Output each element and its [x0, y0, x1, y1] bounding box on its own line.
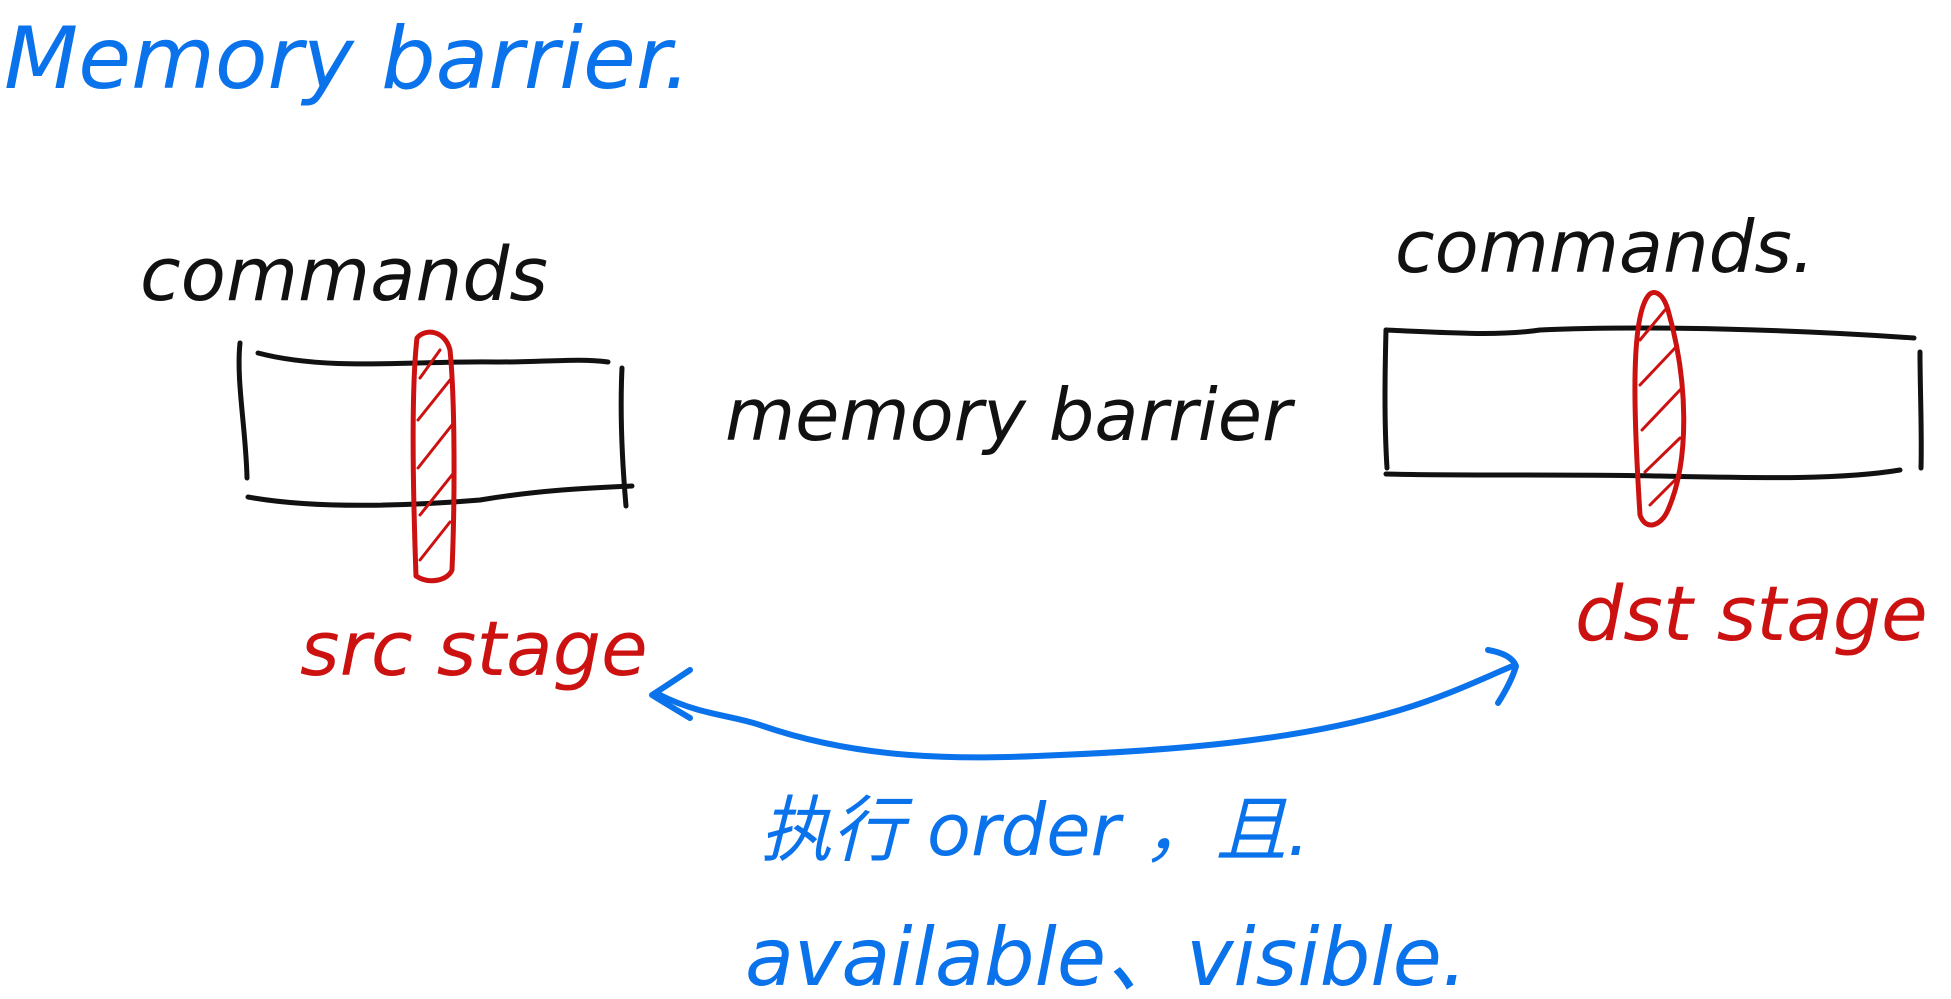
left-command-buffer [236, 340, 635, 509]
memory-barrier-label: memory barrier [725, 373, 1296, 457]
right-commands-label: commands. [1395, 205, 1815, 289]
dst-stage-marker [1632, 290, 1687, 528]
page-title: Memory barrier. [4, 9, 691, 109]
note-line-1: 执行 order ，且. [760, 788, 1310, 872]
right-command-buffer [1382, 325, 1924, 481]
left-commands-label: commands [140, 232, 548, 318]
src-stage-label: src stage [300, 604, 648, 693]
execution-order-arrow [649, 647, 1519, 761]
dst-stage-label: dst stage [1575, 569, 1928, 658]
src-stage-marker [410, 329, 457, 584]
note-line-2: available、visible. [745, 911, 1467, 999]
